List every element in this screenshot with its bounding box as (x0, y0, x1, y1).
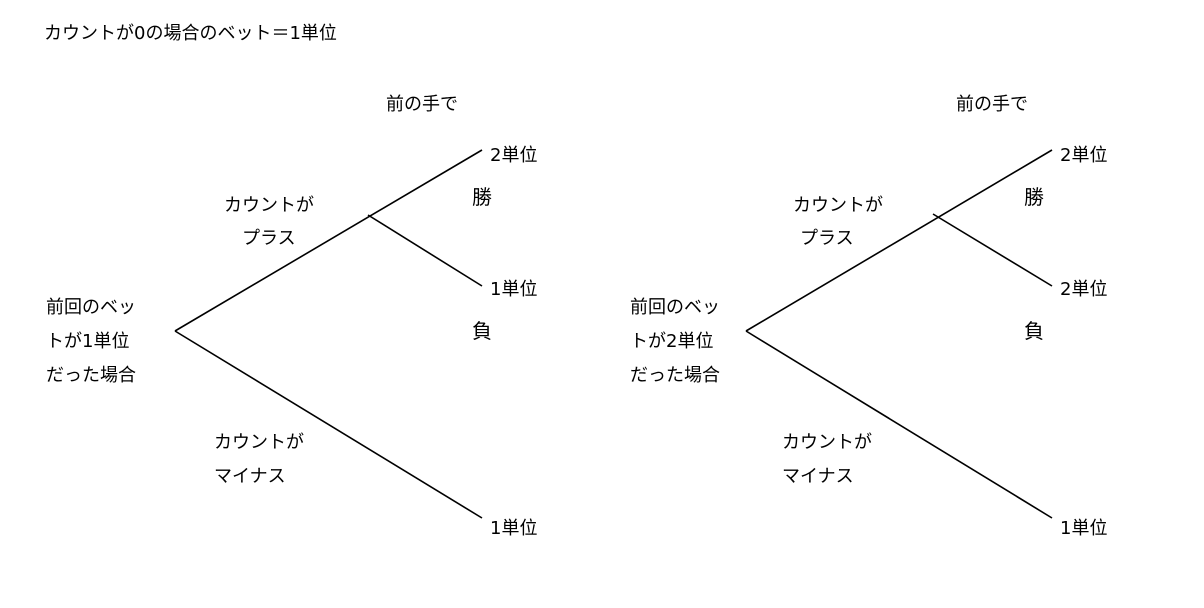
tree2-branch-win-lose-line (932, 213, 1053, 287)
tree1-minus-result: 1単位 (490, 518, 538, 539)
tree1-root-label-3: だった場合 (46, 365, 136, 386)
tree1-branch-minus-label-2: マイナス (214, 466, 286, 487)
diagram-title: カウントが0の場合のベット＝1単位 (44, 23, 337, 44)
tree1-lose-label: 負 (472, 319, 492, 343)
tree1-branch-plus-label-1: カウントが (224, 195, 314, 216)
tree2-win-result: 2単位 (1060, 145, 1108, 166)
tree2-lose-label: 負 (1024, 319, 1044, 343)
tree2-root-label-2: トが2単位 (630, 331, 714, 352)
tree1-branch-plus-label-2: プラス (242, 228, 296, 249)
tree2-branch-plus-line (745, 149, 1053, 332)
tree2-branch-plus-label-2: プラス (800, 228, 854, 249)
tree1-win-label: 勝 (472, 185, 492, 209)
tree1-branch-win-lose-line (367, 214, 483, 287)
tree2-branch-minus-label-2: マイナス (782, 466, 854, 487)
tree2-minus-result: 1単位 (1060, 518, 1108, 539)
tree1-branch-minus-line (174, 330, 483, 519)
tree1-branch-minus-label-1: カウントが (214, 432, 304, 453)
tree1-win-result: 2単位 (490, 145, 538, 166)
tree2-header: 前の手で (956, 94, 1028, 115)
tree1-root-label-2: トが1単位 (46, 331, 130, 352)
tree1-branch-plus-line (174, 149, 483, 332)
tree2-branch-minus-line (745, 330, 1053, 519)
tree2-lose-result: 2単位 (1060, 279, 1108, 300)
tree2-branch-minus-label-1: カウントが (782, 432, 872, 453)
tree1-root-label-1: 前回のベッ (46, 297, 136, 318)
tree2-branch-plus-label-1: カウントが (793, 195, 883, 216)
tree1-header: 前の手で (386, 94, 458, 115)
tree2-win-label: 勝 (1024, 185, 1044, 209)
tree2-root-label-1: 前回のベッ (630, 297, 720, 318)
tree2-root-label-3: だった場合 (630, 365, 720, 386)
tree1-lose-result: 1単位 (490, 279, 538, 300)
